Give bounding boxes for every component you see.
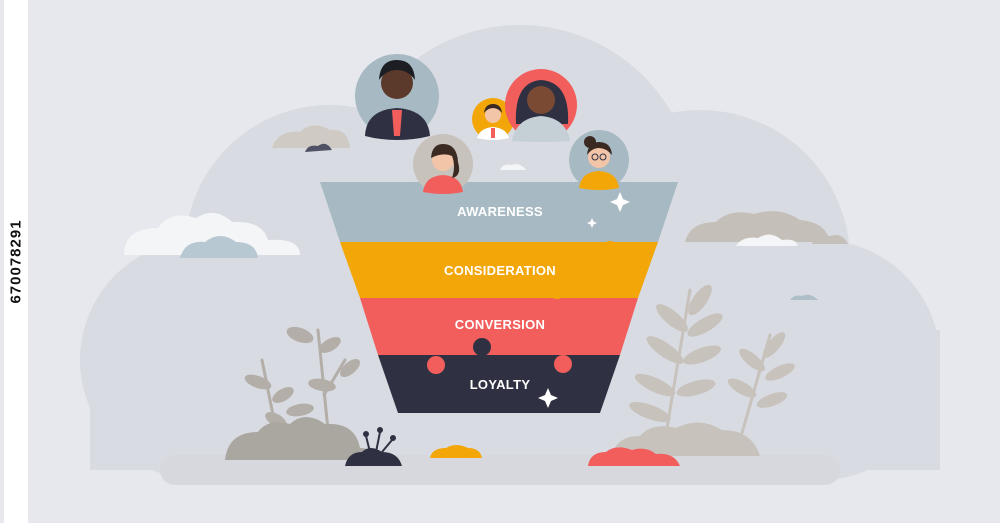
puzzle-tab (390, 242, 408, 260)
avatar (413, 134, 473, 194)
leaf-plant-icon (629, 284, 795, 442)
avatar (472, 98, 514, 140)
bush-icon (225, 417, 482, 466)
avatar (505, 69, 577, 142)
funnel-label-consideration: CONSIDERATION (444, 263, 556, 278)
puzzle-tab (427, 356, 445, 374)
funnel-stage-awareness (320, 182, 678, 242)
leaf-plant-icon (244, 326, 360, 452)
sparkle-icon (538, 192, 630, 408)
cloud-icon (124, 125, 848, 300)
stock-id-text: 670078291 (7, 219, 25, 304)
puzzle-tab (415, 298, 433, 316)
puzzle-tab (601, 241, 619, 259)
avatar (355, 54, 439, 140)
puzzle-tab (548, 281, 566, 299)
avatar (569, 130, 629, 190)
funnel-stage-consideration (340, 242, 658, 298)
puzzle-tab (479, 224, 497, 242)
puzzle-tab (473, 338, 491, 356)
sales-funnel: AWARENESS CONSIDERATION CONVERSION LOYAL… (320, 182, 678, 413)
funnel-label-awareness: AWARENESS (457, 204, 543, 219)
funnel-label-loyalty: LOYALTY (470, 377, 531, 392)
bush-icon (588, 422, 760, 466)
puzzle-tab (554, 355, 572, 373)
stock-id-strip: 670078291 (4, 0, 28, 523)
funnel-label-conversion: CONVERSION (455, 317, 545, 332)
